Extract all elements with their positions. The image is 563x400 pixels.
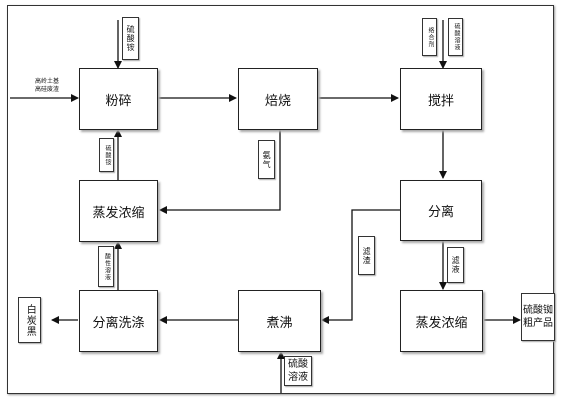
- process-roast: 焙烧: [238, 68, 318, 130]
- label-acidic-solution: 酸性溶液: [98, 246, 114, 287]
- label-filtrate: 滤液: [447, 247, 464, 283]
- process-boil: 煮沸: [238, 290, 321, 352]
- process-stir: 搅拌: [400, 68, 482, 130]
- process-separate: 分离: [400, 180, 482, 241]
- arrow-ammonia-evap: [159, 130, 281, 214]
- output-crude-product: 硫酸铷粗产品: [521, 293, 555, 341]
- label-feed-left-line1: 高岭土基: [34, 78, 59, 85]
- output-carbon-black: 白炭黑: [18, 297, 41, 343]
- process-evaporate-left: 蒸发浓缩: [79, 180, 158, 242]
- label-top-ammonium-sulfate: 硫酸铵: [122, 17, 139, 60]
- arrow-separate-boil: [321, 209, 400, 324]
- label-feed-left-line2: 高硅废渣: [34, 86, 59, 93]
- label-ammonia: 氨气: [258, 140, 275, 179]
- diagram-frame: [7, 5, 554, 394]
- label-sulfuric-solution-bottom: 硫酸溶液: [284, 356, 312, 386]
- process-separate-wash: 分离洗涤: [79, 290, 158, 352]
- process-evaporate-right: 蒸发浓缩: [400, 290, 483, 352]
- label-feed-left: 高岭土基 高硅废渣: [23, 78, 71, 96]
- label-recycle-ammonium-sulfate: 硫酸铵: [99, 138, 114, 172]
- process-crush: 粉碎: [79, 68, 158, 130]
- label-complexing-agent: 络合剂: [422, 18, 437, 56]
- label-sulfuric-solution-top: 硫酸溶液: [448, 18, 463, 56]
- label-residue: 滤渣: [358, 236, 375, 275]
